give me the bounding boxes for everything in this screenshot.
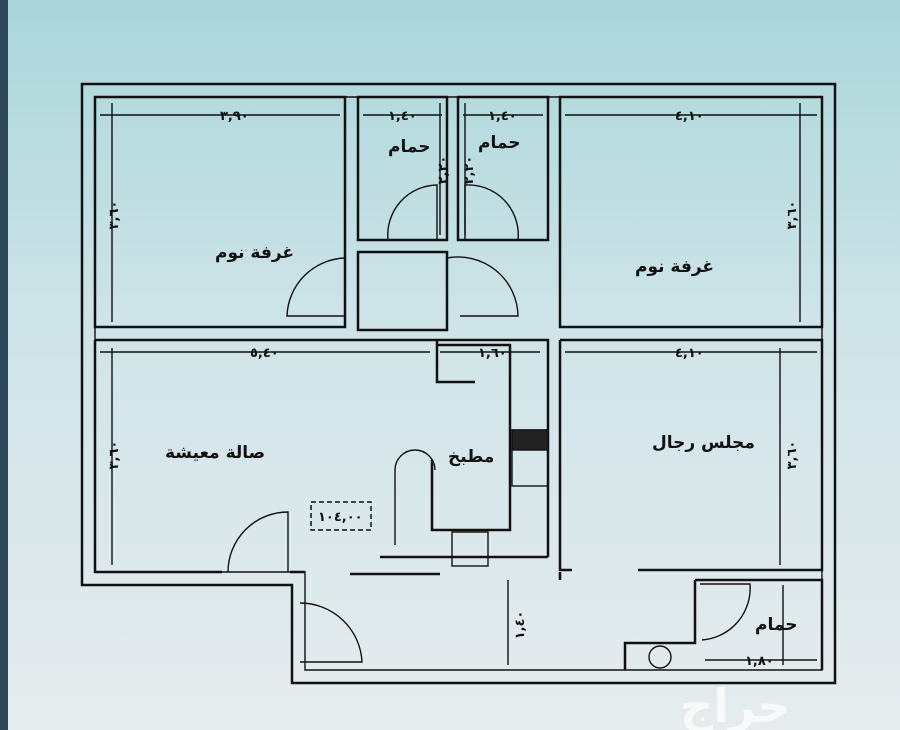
outer-wall — [80, 82, 837, 685]
door-small-bath — [700, 583, 751, 641]
label-kitchen: مطبخ — [448, 447, 494, 467]
corridor-walls — [356, 250, 449, 332]
dim-bedroom-right-w: ٤,١٠ — [675, 109, 704, 124]
bedroom-left-walls — [93, 95, 347, 329]
label-bedroom-left: غرفة نوم — [215, 243, 294, 263]
door-bath-left — [387, 184, 438, 241]
dim-kitchen-w: ١,٦٠ — [478, 346, 507, 361]
majlis-walls — [558, 338, 824, 580]
door-entrance — [299, 602, 363, 663]
stove — [451, 531, 489, 567]
dim-bath-left-w: ١,٤٠ — [388, 109, 417, 124]
door-bedroom-left — [286, 257, 346, 317]
label-bath-right: حمام — [478, 133, 521, 153]
toilet — [648, 645, 672, 669]
dim-bath-right-h: ٢,٢٠ — [462, 156, 477, 185]
label-majlis: مجلس رجال — [652, 433, 755, 453]
kitchen-walls — [380, 338, 550, 559]
dim-bath-right-w: ١,٤٠ — [488, 109, 517, 124]
bath-right-walls — [456, 95, 550, 242]
kitchen-arch — [394, 449, 436, 545]
bedroom-right-walls — [558, 95, 824, 329]
dim-living-h: ٣,٦٠ — [107, 441, 122, 470]
small-bath-walls — [623, 578, 824, 670]
watermark-logo: حراج — [680, 679, 791, 730]
living-walls — [93, 338, 437, 574]
left-edge-strip — [0, 0, 8, 730]
dim-bedroom-right-h: ٣,٦٠ — [785, 201, 800, 230]
label-bath-small: حمام — [755, 615, 798, 635]
bath-left-walls — [356, 95, 449, 242]
door-bath-right — [464, 184, 519, 241]
dim-majlis-w: ٤,١٠ — [675, 346, 704, 361]
area-box — [310, 501, 372, 531]
area-label: ١٠٤,٠٠ — [318, 510, 363, 525]
label-living: صالة معيشة — [165, 443, 265, 463]
door-living — [227, 511, 289, 573]
dim-bedroom-left-w: ٣,٩٠ — [220, 109, 249, 124]
fridge — [511, 429, 549, 451]
dim-bath-small-w: ١,٨٠ — [745, 654, 774, 669]
dim-living-w: ٥,٤٠ — [250, 346, 279, 361]
dim-entrance-h: ١,٤٠ — [513, 611, 528, 640]
dimension-lines — [100, 103, 817, 665]
door-bedroom-right — [446, 256, 519, 317]
dim-majlis-h: ٣,٦٠ — [785, 441, 800, 470]
dim-bath-left-h: ٢,٢٠ — [436, 156, 451, 185]
dim-bedroom-left-h: ٣,٦٠ — [107, 201, 122, 230]
label-bath-left: حمام — [388, 137, 431, 157]
label-bedroom-right: غرفة نوم — [635, 257, 714, 277]
